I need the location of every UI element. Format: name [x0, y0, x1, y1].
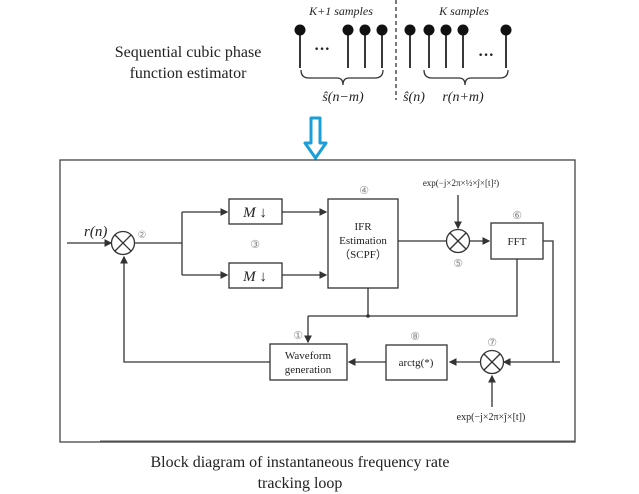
- waveform-generation-box: [269, 343, 348, 381]
- arctg-label: arctg(*): [399, 357, 434, 369]
- exp-top-formula: exp(−j×2π×½×ĵ×[t]²): [423, 178, 499, 188]
- ifr-number: ④: [359, 184, 369, 197]
- multiplier-7-number: ⑦: [487, 336, 497, 349]
- arctg-number: ⑧: [410, 330, 420, 343]
- multiplier-7: [479, 349, 505, 375]
- left-brace-label: ŝ(n−m): [322, 90, 364, 105]
- downsample-top-label: M ↓: [242, 205, 267, 221]
- right-brace: [423, 69, 509, 86]
- left-ellipsis: ···: [314, 41, 330, 58]
- waveform-number: ①: [293, 329, 303, 342]
- block-diagram-frame: [59, 159, 576, 443]
- arctg-box: [385, 344, 448, 381]
- exp-bottom-formula: exp(−j×2π×ĵ×[t]): [457, 412, 526, 423]
- sample-dot: [294, 24, 306, 36]
- right-group-label: K samples: [438, 4, 489, 18]
- downsample-number: ③: [250, 238, 260, 251]
- sample-dot: [423, 24, 435, 36]
- ifr-line1: IFR: [354, 221, 372, 233]
- left-brace: [300, 69, 384, 86]
- sample-stems: [294, 24, 512, 68]
- down-arrow-icon: [303, 116, 328, 160]
- waveform-line2: generation: [285, 364, 332, 376]
- ifr-line3: （SCPF）: [339, 248, 387, 261]
- sample-dot: [359, 24, 371, 36]
- right-brace-label: r(n+m): [442, 90, 484, 105]
- sample-dot: [440, 24, 452, 36]
- input-label: r(n): [84, 224, 107, 240]
- center-sample-label: ŝ(n): [403, 90, 425, 105]
- caption-line1: Block diagram of instantaneous frequency…: [151, 454, 450, 471]
- junction-dot: [366, 314, 370, 318]
- downsample-bottom-label: M ↓: [242, 269, 267, 285]
- sample-dot: [500, 24, 512, 36]
- multiplier-2: [110, 230, 136, 256]
- estimator-title-line2: function estimator: [130, 65, 248, 82]
- fft-right-line: [543, 240, 560, 363]
- sample-dot: [457, 24, 469, 36]
- right-ellipsis: ···: [478, 47, 494, 64]
- estimator-section: Sequential cubic phase function estimato…: [115, 0, 512, 105]
- multiplier-2-number: ②: [138, 230, 147, 241]
- ifr-line2: Estimation: [339, 235, 387, 247]
- caption-line2: tracking loop: [258, 475, 343, 492]
- left-group-label: K+1 samples: [308, 4, 373, 18]
- downsample-top-box: [228, 198, 283, 225]
- fft-to-junction-line: [308, 259, 518, 317]
- sample-dot: [376, 24, 388, 36]
- waveform-line1: Waveform: [285, 350, 332, 362]
- multiplier-5: [445, 228, 471, 254]
- multiplier-5-number: ⑤: [453, 257, 463, 270]
- sample-dot: [404, 24, 416, 36]
- fft-label: FFT: [508, 236, 527, 248]
- estimator-title-line1: Sequential cubic phase: [115, 44, 262, 61]
- sample-dot: [342, 24, 354, 36]
- ifr-estimation-box: [327, 198, 399, 289]
- downsample-bottom-box: [228, 262, 283, 289]
- feedback-line: [120, 255, 270, 363]
- fft-number: ⑥: [512, 209, 522, 222]
